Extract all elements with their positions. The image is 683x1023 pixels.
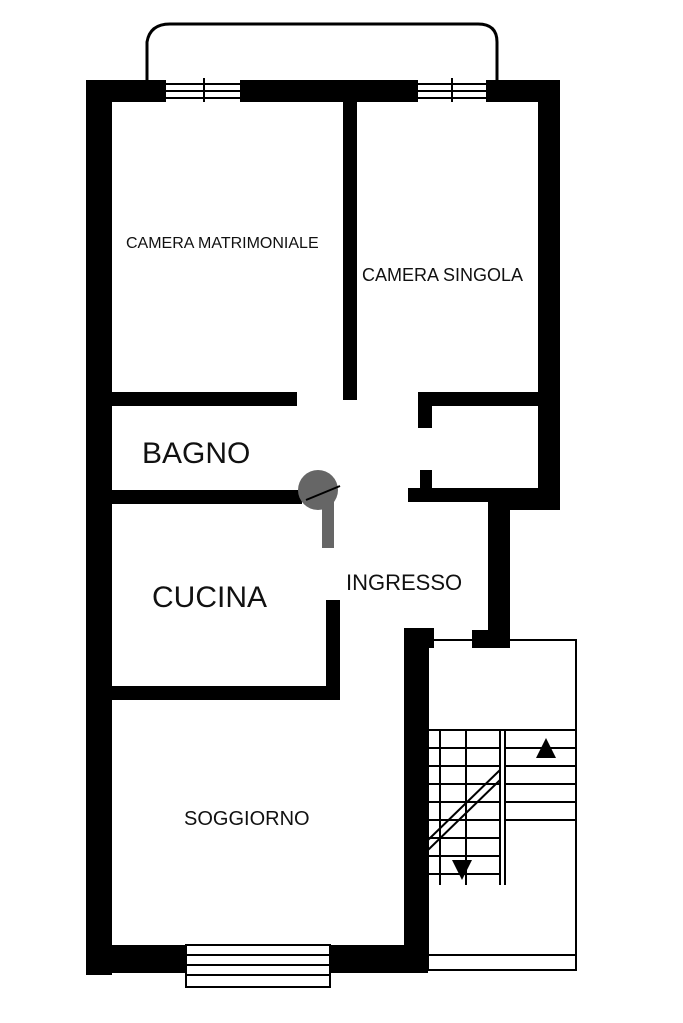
- label-ingresso: INGRESSO: [346, 570, 462, 595]
- label-cucina: CUCINA: [152, 581, 267, 614]
- label-camera-singola: CAMERA SINGOLA: [362, 265, 523, 285]
- left-windows: [95, 425, 105, 650]
- top-window-right: [418, 78, 486, 102]
- label-bagno: BAGNO: [142, 437, 250, 470]
- stair-arrows: [452, 738, 556, 880]
- staircase: [427, 639, 577, 971]
- bottom-window: [185, 944, 331, 988]
- label-soggiorno: SOGGIORNO: [184, 808, 310, 830]
- top-window-left: [166, 78, 240, 102]
- balcony-outline: [145, 22, 499, 80]
- exterior-walls: [86, 80, 560, 975]
- fixture-line: [305, 485, 341, 501]
- interior-walls: [112, 100, 538, 973]
- label-camera-matrimoniale: CAMERA MATRIMONIALE: [126, 235, 319, 252]
- bathroom-fixture: [298, 470, 338, 548]
